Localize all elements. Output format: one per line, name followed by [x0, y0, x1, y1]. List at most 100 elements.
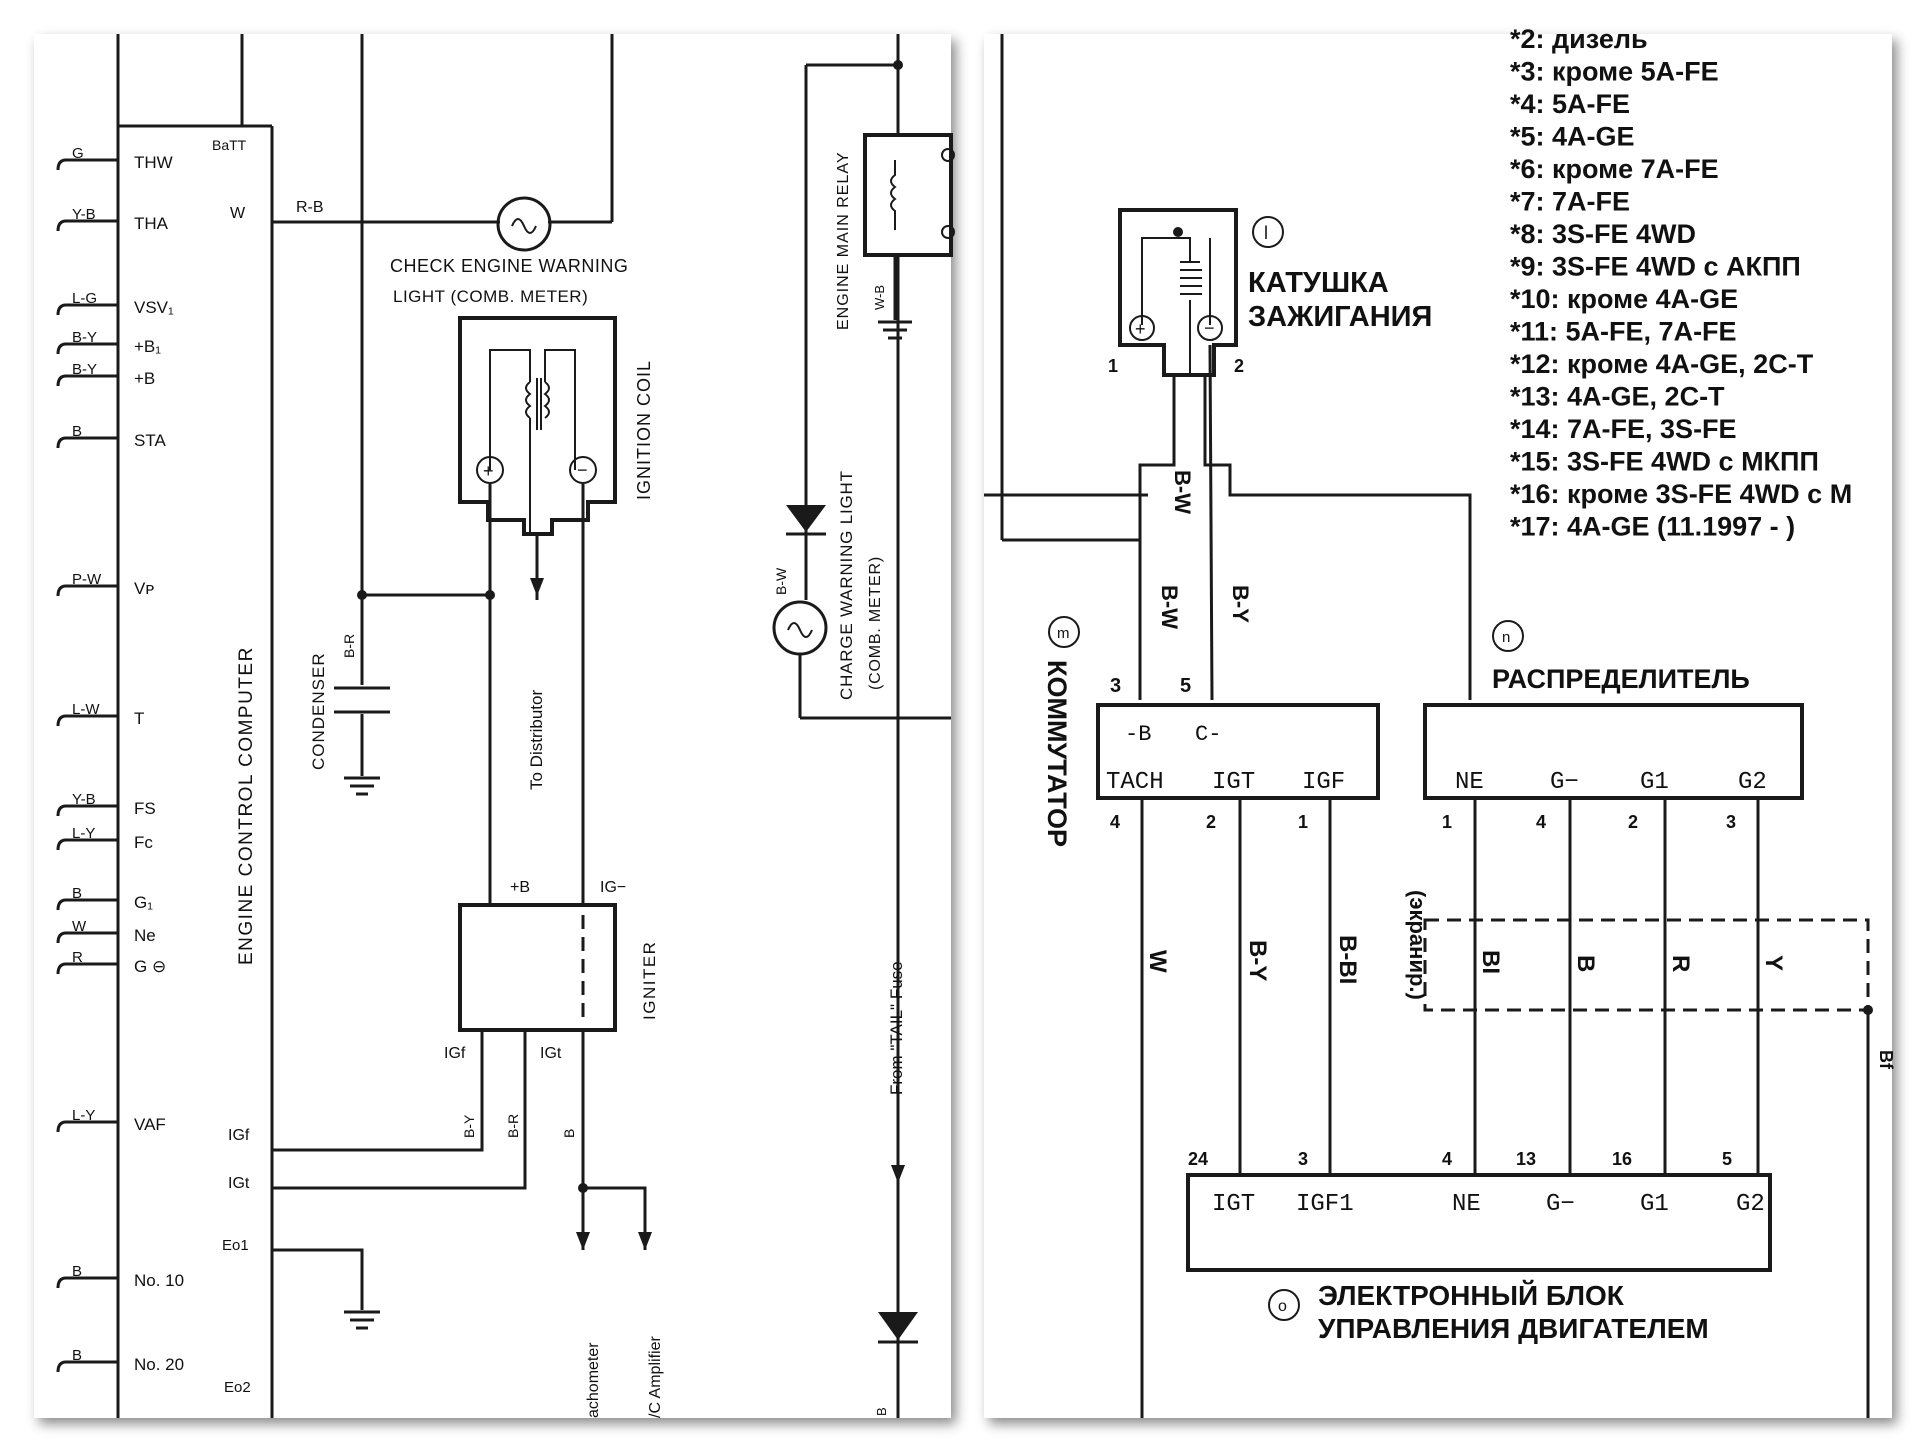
condenser-wire-label: B-R	[341, 634, 357, 658]
ecu-pin-wire	[56, 303, 118, 316]
ecu-pin-wire-color: L-Y	[72, 825, 95, 842]
check-engine-label-1: CHECK ENGINE WARNING	[390, 256, 628, 276]
ecu-pin-wire-color: G	[72, 145, 84, 162]
ecu-pin-wire-color: Y-B	[72, 791, 96, 808]
ecu-pin-igf: IGf	[228, 1127, 250, 1144]
shield-label: (экранир.)	[1405, 890, 1430, 1000]
ecu-box-ru	[1186, 1173, 1772, 1272]
ecu-num-13: 13	[1516, 1149, 1536, 1169]
notes-list: *2: дизель*3: кроме 5A-FE*4: 5A-FE*5: 4A…	[1510, 24, 1852, 542]
note-item: *3: кроме 5A-FE	[1510, 57, 1719, 87]
ecu-num-5: 5	[1722, 1149, 1732, 1169]
ecu-pin-label: Fc	[134, 833, 153, 852]
commutator-marker-label: m	[1057, 625, 1070, 642]
coil-label-2: ЗАЖИГАНИЯ	[1248, 301, 1432, 333]
ignition-coil-label: IGNITION COIL	[634, 360, 654, 500]
charge-wire-label: B-W	[773, 567, 789, 595]
note-item: *6: кроме 7A-FE	[1510, 154, 1719, 184]
ecu-pin-wire	[56, 1360, 118, 1373]
charge-warning-label-2: (COMB. METER)	[867, 556, 884, 690]
coil-marker	[1252, 216, 1284, 248]
ecu-marker-label: o	[1278, 1298, 1287, 1315]
note-item: *16: кроме 3S-FE 4WD с М	[1510, 479, 1852, 509]
ac-amplifier-label: /C Amplifier	[647, 1336, 664, 1418]
note-item: *12: кроме 4A-GE, 2C-T	[1510, 349, 1814, 379]
ecu-pin-ne: NE	[1452, 1191, 1481, 1218]
ecu-pin-label: G₁	[134, 893, 153, 912]
ecu-pin-igf1: IGF1	[1296, 1191, 1354, 1218]
igniter-pin-igt: IGt	[540, 1045, 562, 1062]
ecu-pin-wire-color: B	[72, 1263, 82, 1280]
ecu-pin-wire	[56, 714, 118, 727]
igniter-pin-ig-minus: IG−	[600, 879, 626, 896]
ecu-pin-wire-color: Y-B	[72, 206, 96, 223]
comm-num-4: 4	[1110, 812, 1120, 832]
coil-label-1: КАТУШКА	[1248, 267, 1389, 299]
igniter-label: IGNITER	[640, 941, 659, 1020]
ecu-pin-wire-color: L-G	[72, 290, 97, 307]
comm-num-1: 1	[1298, 812, 1308, 832]
right-panel: *2: дизель*3: кроме 5A-FE*4: 5A-FE*5: 4A…	[984, 24, 1896, 1418]
wire-label-by: B-Y	[461, 1114, 477, 1138]
wire-label-br: B-R	[505, 1114, 521, 1138]
dist-num-3: 3	[1726, 812, 1736, 832]
wire-label-b: B	[1572, 955, 1599, 972]
ecu-pin-wire-color: B	[72, 885, 82, 902]
ecu-pin-wire	[56, 1120, 118, 1133]
coil-pin-2: 2	[1234, 356, 1244, 376]
ecu-pin-g1: G1	[1640, 1191, 1669, 1218]
ecu-pin-label: STA	[134, 431, 166, 450]
wire-label-b-bi: B-BI	[1334, 935, 1361, 984]
commutator-label: КОММУТАТОР	[1042, 660, 1072, 847]
wire-label-w: W	[1144, 950, 1171, 973]
ecu-pin-wire	[56, 838, 118, 851]
wire-label-b: B	[561, 1129, 577, 1138]
igniter-pin-plus-b: +B	[510, 879, 530, 896]
ecu-pin-eo1: Eo1	[222, 1237, 249, 1254]
ecu-pin-label: G ⊖	[134, 957, 166, 976]
ecu-num-4: 4	[1442, 1149, 1452, 1169]
ecu-pin-wire	[56, 804, 118, 817]
ecu-pin-igt-ru: IGT	[1212, 1191, 1255, 1218]
ecu-pin-wire	[56, 158, 118, 171]
charge-warning-label-1: CHARGE WARNING LIGHT	[837, 470, 856, 700]
ecu-pin-wire	[56, 584, 118, 597]
tachometer-label: achometer	[585, 1342, 602, 1418]
ecu-pin-wire	[56, 374, 118, 387]
svg-text:−: −	[577, 460, 588, 480]
wire-label-rb: R-B	[296, 199, 324, 216]
shield-box	[1423, 918, 1870, 1012]
ecu-pin-label: T	[134, 709, 144, 728]
ecu-pin-wire	[56, 219, 118, 232]
check-engine-label-2: LIGHT (COMB. METER)	[393, 287, 588, 306]
bottom-wire-label: B	[874, 1407, 889, 1416]
tail-diode-icon	[878, 1312, 918, 1340]
comm-pin-igt: IGT	[1212, 769, 1255, 796]
dist-pin-g-minus: G−	[1550, 769, 1579, 796]
note-item: *17: 4A-GE (11.1997 - )	[1510, 512, 1795, 542]
condenser-label: CONDENSER	[309, 652, 328, 770]
coil-marker-label: l	[1264, 223, 1268, 243]
ecu-pin-label: THW	[134, 153, 173, 172]
ecu-pin-w: W	[230, 205, 246, 222]
note-item: *10: кроме 4A-GE	[1510, 284, 1738, 314]
ecu-pin-wire-color: P-W	[72, 571, 102, 588]
wire-label-y: Y	[1760, 955, 1787, 971]
ecu-pin-label: Vᴘ	[134, 579, 154, 598]
dist-num-1: 1	[1442, 812, 1452, 832]
ecu-pin-wire-color: B	[72, 423, 82, 440]
relay-wire-label: W-B	[872, 285, 887, 310]
note-item: *2: дизель	[1510, 24, 1648, 54]
ecu-num-24: 24	[1188, 1149, 1208, 1169]
comm-num-5: 5	[1180, 675, 1191, 697]
wire-bw-top: B-W	[1170, 470, 1195, 514]
ecu-pin-igt: IGt	[228, 1175, 250, 1192]
ecu-pin-label: FS	[134, 799, 156, 818]
distributor-marker-label: n	[1502, 629, 1510, 646]
wire-label-bi: BI	[1477, 950, 1504, 974]
ecu-marker	[1268, 1289, 1300, 1321]
wire-bw-mid: B-W	[1157, 585, 1182, 629]
distributor-box	[1423, 703, 1804, 800]
from-tail-label: From "TAIL" Fuse	[887, 961, 906, 1095]
ignition-coil: + −	[458, 316, 617, 536]
